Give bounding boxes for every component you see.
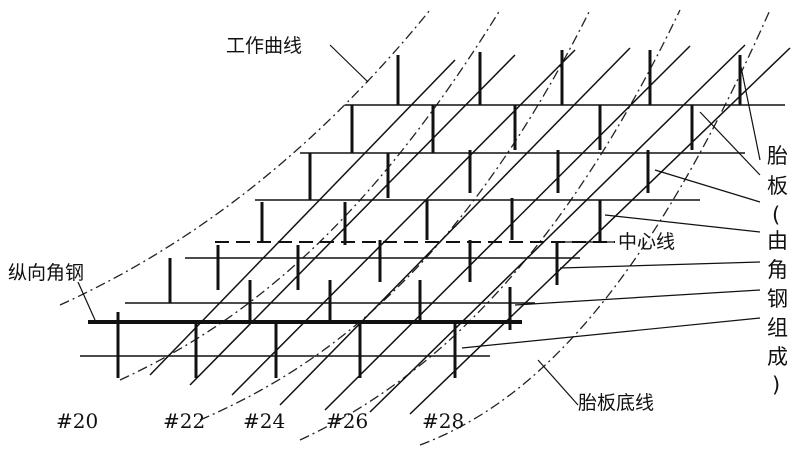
leader-lines [77, 44, 761, 406]
diagonal-rib [279, 47, 631, 406]
diagonal-rib [149, 59, 456, 376]
frame-label: #24 [243, 409, 285, 433]
label-mold-base-line: 胎板底线 [578, 392, 654, 414]
mold-plate-char: 成 [767, 345, 788, 369]
mold-plate-char: 钢 [767, 287, 788, 311]
working-curve-2 [119, 9, 501, 381]
label-center-line: 中心线 [618, 231, 675, 253]
leader-mold-plate [739, 61, 761, 161]
working-curve-1 [59, 9, 431, 306]
vertical-posts [116, 50, 742, 378]
diagonal-rib [369, 44, 746, 413]
frame-numbers: #20 #22 #24 #26 #28 [56, 409, 464, 433]
working-curve-3 [199, 9, 591, 421]
leader-mold-plate [654, 169, 761, 203]
diagonal-ribs [149, 44, 791, 415]
leader-longitudinal-angle [77, 281, 96, 321]
diagonal-rib [231, 49, 576, 396]
working-curve-5 [419, 9, 771, 446]
mold-plate-char: 胎 [767, 144, 788, 168]
mold-plate-char: ( [772, 203, 780, 227]
mold-plate-char: 板 [767, 174, 788, 198]
label-mold-plate-vertical: 胎 板 ( 由 角 钢 组 成 ) [767, 144, 788, 397]
label-longitudinal-angle: 纵向角钢 [8, 262, 84, 284]
leader-mold-plate [559, 261, 761, 269]
frame-label: #26 [326, 409, 368, 433]
frame-label: #28 [422, 409, 464, 433]
leader-mold-plate [461, 317, 761, 349]
leader-mold-plate [699, 111, 761, 176]
mold-plate-char: 由 [767, 229, 788, 253]
leader-mold-plate [514, 289, 761, 306]
diagonal-rib [324, 45, 691, 411]
leader-working-curve [329, 44, 369, 83]
working-curves [59, 9, 771, 446]
mold-plate-char: 组 [767, 316, 788, 340]
leader-base-line [537, 359, 579, 406]
label-working-curve: 工作曲线 [226, 35, 302, 57]
leader-mold-plate [604, 214, 761, 233]
mold-plate-char: 角 [767, 258, 788, 282]
frame-label: #20 [56, 409, 98, 433]
frame-label: #22 [163, 409, 205, 433]
working-curve-4 [299, 9, 681, 441]
diagonal-rib [189, 54, 516, 386]
mold-plate-char: ) [772, 373, 780, 397]
